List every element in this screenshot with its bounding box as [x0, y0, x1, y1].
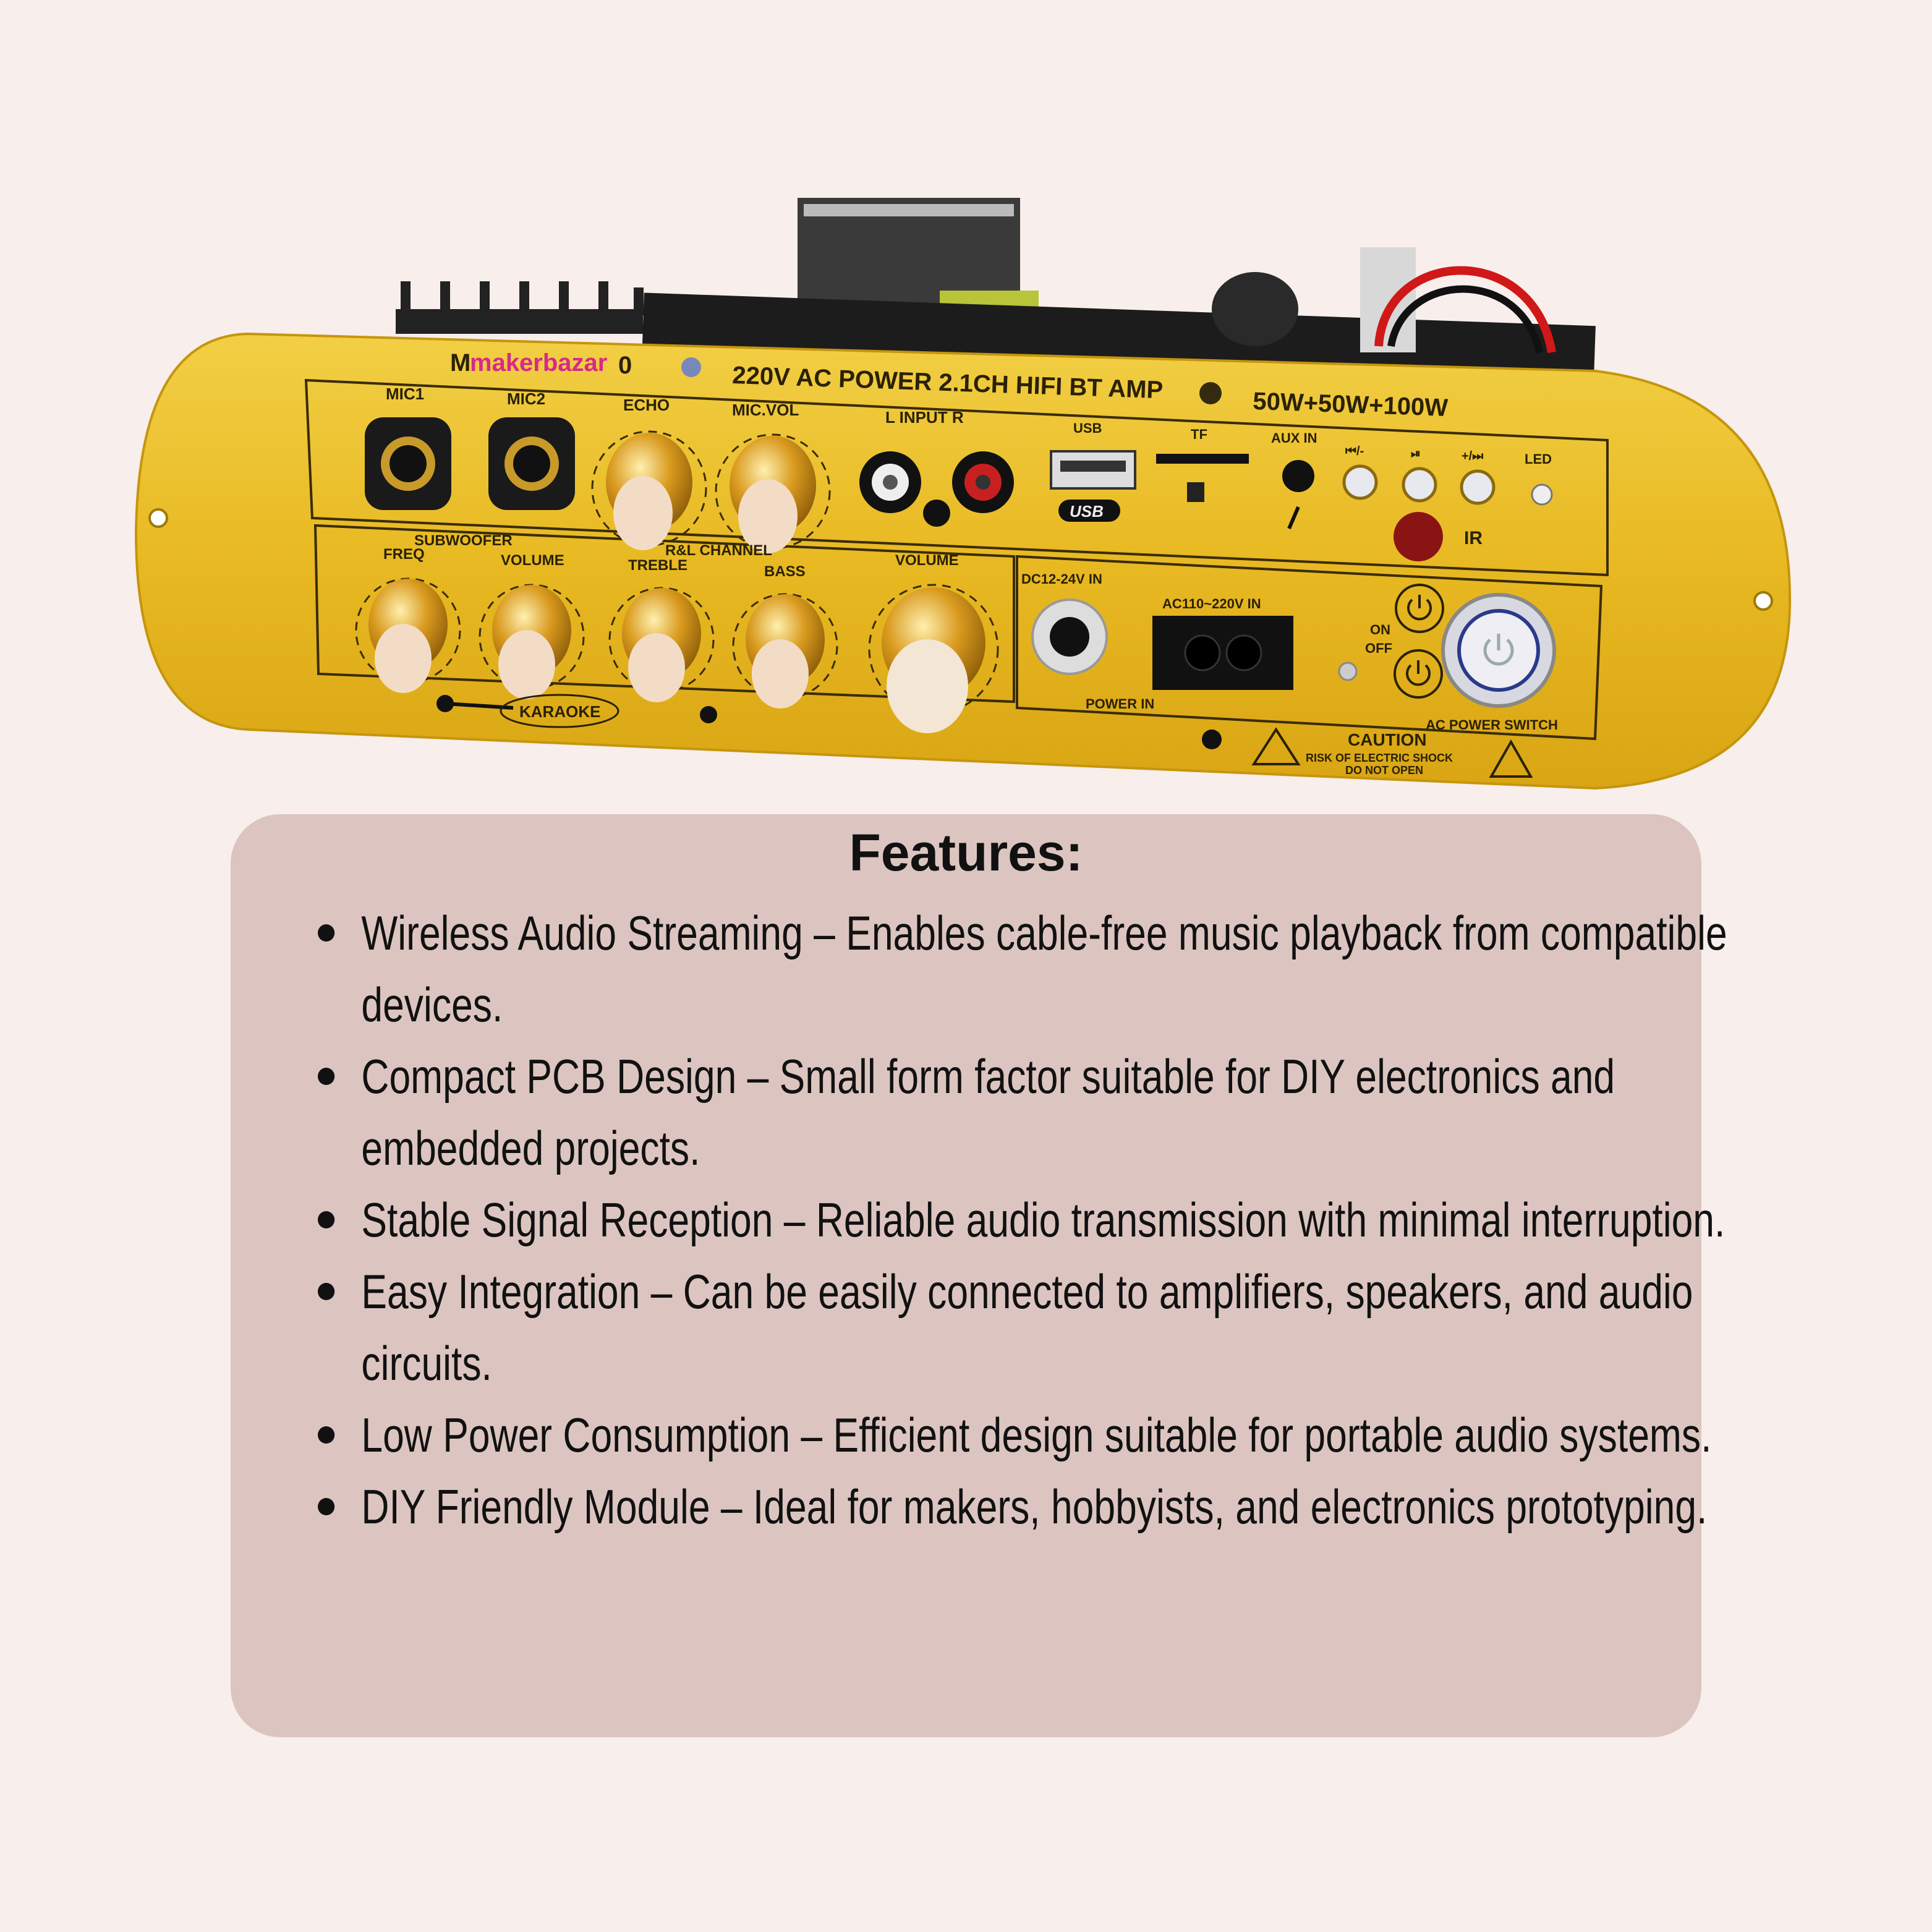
mic1-jack[interactable] — [365, 417, 451, 510]
label-karaoke: KARAOKE — [519, 702, 600, 721]
model-suffix: 0 — [618, 352, 632, 379]
rca-right-jack[interactable] — [952, 451, 1014, 513]
feature-text: Easy Integration – Can be easily connect… — [361, 1264, 1693, 1390]
features-list: Wireless Audio Streaming – Enables cable… — [318, 897, 1732, 1543]
label-mic1: MIC1 — [386, 385, 424, 403]
freq-knob[interactable] — [355, 577, 461, 693]
bullet-icon — [318, 1068, 335, 1085]
features-card: Features: Wireless Audio Streaming – Ena… — [231, 814, 1727, 1737]
indicator-led — [681, 357, 701, 377]
rear-heatsink — [396, 281, 644, 334]
bullet-icon — [318, 1283, 335, 1300]
mic-vol-knob[interactable] — [715, 433, 831, 553]
master-volume-knob[interactable] — [868, 584, 999, 733]
label-off: OFF — [1365, 640, 1392, 656]
next-button[interactable] — [1460, 469, 1496, 505]
led-indicator — [1531, 483, 1553, 506]
list-item: Low Power Consumption – Efficient design… — [318, 1399, 1732, 1471]
subwoofer-volume-knob[interactable] — [479, 584, 585, 699]
label-caution: CAUTION — [1348, 730, 1427, 749]
label-ac-power-switch: AC POWER SWITCH — [1426, 717, 1558, 733]
prev-button[interactable] — [1342, 464, 1378, 500]
bass-knob[interactable] — [732, 593, 838, 709]
features-title: Features: — [849, 823, 1083, 882]
feature-text: Compact PCB Design – Small form factor s… — [361, 1049, 1615, 1175]
aux-in-jack[interactable] — [1282, 460, 1314, 492]
label-play: ⏯ — [1411, 447, 1421, 461]
label-echo: ECHO — [623, 396, 670, 414]
feature-text: Low Power Consumption – Efficient design… — [361, 1408, 1712, 1462]
usb-port[interactable] — [1050, 450, 1136, 490]
ir-receiver-window — [1394, 512, 1443, 561]
label-on: ON — [1370, 622, 1390, 637]
label-do-not-open: DO NOT OPEN — [1345, 764, 1423, 777]
makerbazar-logo: makerbazar — [470, 349, 607, 377]
label-aux-in: AUX IN — [1271, 430, 1317, 446]
label-mic2: MIC2 — [507, 389, 545, 408]
bullet-icon — [318, 1211, 335, 1228]
power-off-icon — [1394, 649, 1443, 699]
bullet-icon — [318, 1498, 335, 1515]
list-item: Wireless Audio Streaming – Enables cable… — [318, 897, 1732, 1040]
bullet-icon — [318, 924, 335, 942]
tf-card-slot[interactable] — [1156, 454, 1249, 464]
list-item: Stable Signal Reception – Reliable audio… — [318, 1184, 1732, 1256]
power-on-icon — [1395, 584, 1444, 633]
label-subwoofer: SUBWOOFER — [414, 532, 513, 549]
dc-power-jack[interactable] — [1031, 598, 1108, 675]
label-usb: USB — [1073, 420, 1102, 436]
feature-text: DIY Friendly Module – Ideal for makers, … — [361, 1479, 1708, 1534]
capacitor — [1212, 272, 1298, 346]
label-mic-vol: MIC.VOL — [732, 401, 799, 419]
warning-triangle-icon — [1251, 727, 1533, 778]
feature-text: Wireless Audio Streaming – Enables cable… — [361, 906, 1727, 1032]
rca-left-jack[interactable] — [859, 451, 921, 513]
tf-card-icon — [1187, 482, 1204, 502]
karaoke-badge — [500, 694, 619, 728]
aux-icon — [1287, 506, 1300, 530]
power-wires — [1374, 266, 1556, 354]
label-tf: TF — [1191, 427, 1207, 442]
feature-text: Stable Signal Reception – Reliable audio… — [361, 1193, 1726, 1247]
bullet-icon — [318, 1426, 335, 1444]
label-led: LED — [1525, 451, 1552, 467]
mic2-jack[interactable] — [488, 417, 575, 510]
usb-badge-text: USB — [1070, 502, 1104, 521]
label-power-in: POWER IN — [1086, 696, 1154, 712]
label-next: +/⏭ — [1462, 449, 1483, 463]
list-item: DIY Friendly Module – Ideal for makers, … — [318, 1471, 1732, 1543]
label-risk: RISK OF ELECTRIC SHOCK — [1306, 752, 1453, 764]
label-volume: VOLUME — [895, 552, 959, 569]
usb-badge — [1058, 500, 1120, 522]
amplifier-board-image: M makerbazar 0 220V AC POWER 2.1CH HIFI … — [134, 198, 1792, 790]
label-ac-in: AC110~220V IN — [1162, 596, 1261, 611]
label-prev: ⏮/- — [1345, 445, 1364, 458]
pcb — [642, 292, 1596, 382]
echo-knob[interactable] — [591, 430, 707, 550]
label-input: L INPUT R — [885, 408, 964, 427]
play-pause-button[interactable] — [1402, 467, 1437, 503]
label-freq: FREQ — [383, 546, 425, 563]
list-item: Compact PCB Design – Small form factor s… — [318, 1040, 1732, 1184]
label-rl-channel: R&L CHANNEL — [665, 542, 772, 559]
label-sub-volume: VOLUME — [501, 552, 564, 569]
label-dc-in: DC12-24V IN — [1021, 571, 1102, 587]
ac-power-socket[interactable] — [1152, 616, 1293, 690]
list-item: Easy Integration – Can be easily connect… — [318, 1256, 1732, 1399]
ac-power-switch-button[interactable] — [1441, 593, 1556, 708]
label-treble: TREBLE — [628, 557, 687, 574]
treble-knob[interactable] — [608, 587, 715, 702]
label-bass: BASS — [764, 563, 806, 580]
label-ir: IR — [1464, 528, 1483, 548]
model-prefix: M — [450, 349, 470, 377]
